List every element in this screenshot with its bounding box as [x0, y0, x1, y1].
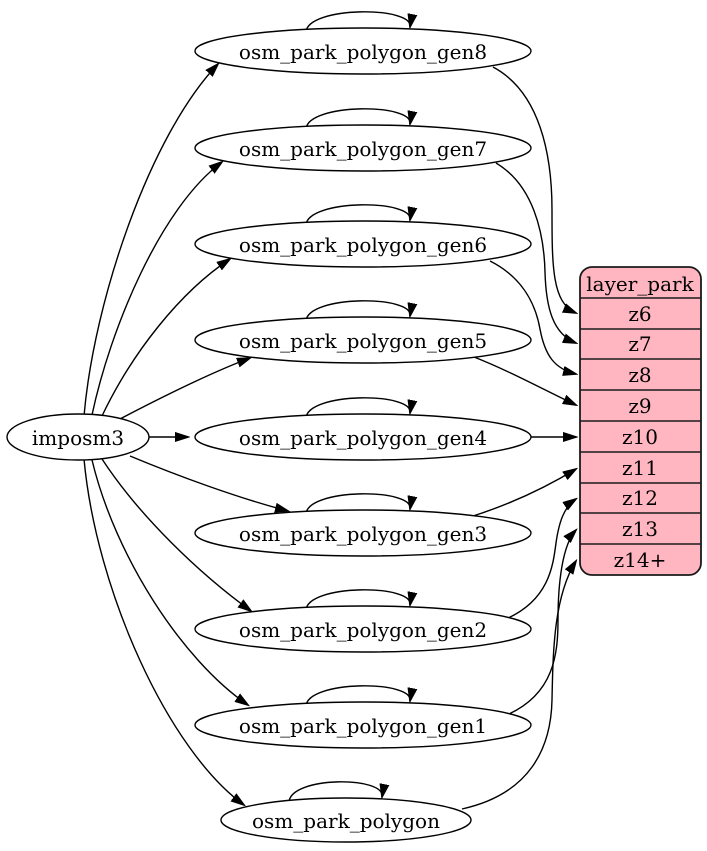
node-label-imposm3: imposm3	[32, 426, 124, 450]
node-ellipse-gen1	[194, 701, 532, 749]
node-imposm3: imposm3	[6, 413, 150, 461]
edge-imposm3-polygon	[83, 458, 244, 805]
layer-park-title: layer_park	[586, 272, 694, 296]
node-osm-park-polygon-gen8: osm_park_polygon_gen8	[194, 27, 532, 75]
node-label-gen2: osm_park_polygon_gen2	[239, 618, 487, 642]
self-loop-gen6	[305, 204, 410, 226]
node-osm-park-polygon-gen1: osm_park_polygon_gen1	[194, 701, 532, 749]
self-loop-gen8	[305, 11, 410, 33]
node-ellipse-gen3	[194, 509, 532, 557]
node-osm-park-polygon-gen2: osm_park_polygon_gen2	[194, 605, 532, 653]
self-loop-gen4	[305, 397, 410, 419]
node-ellipse-gen2	[194, 605, 532, 653]
node-label-gen1: osm_park_polygon_gen1	[239, 714, 487, 738]
node-osm-park-polygon-gen4: osm_park_polygon_gen4	[194, 413, 532, 461]
node-ellipse-gen6	[194, 220, 532, 268]
edge-imposm3-gen6	[101, 259, 230, 417]
self-loop-edges	[288, 11, 410, 803]
row-z10: z10	[622, 425, 658, 449]
edge-gen6-z8	[489, 260, 576, 374]
node-label-gen6: osm_park_polygon_gen6	[239, 233, 487, 257]
node-osm-park-polygon-gen7: osm_park_polygon_gen7	[194, 124, 532, 172]
layer-park-table: layer_park z6 z7 z8 z9 z10 z11 z12 z13 z…	[579, 266, 702, 576]
edge-imposm3-gen2	[101, 458, 251, 611]
self-loop-gen1	[305, 685, 410, 707]
edge-gen5-z9	[473, 356, 576, 405]
edge-imposm3-gen3	[129, 455, 288, 511]
node-ellipse-gen7	[194, 124, 532, 172]
node-label-gen3: osm_park_polygon_gen3	[239, 522, 487, 546]
edge-gen2-z12	[505, 499, 576, 620]
node-ellipse-gen4	[194, 413, 532, 461]
node-osm-park-polygon-gen5: osm_park_polygon_gen5	[194, 316, 532, 364]
node-label-polygon: osm_park_polygon	[252, 809, 440, 833]
row-z13: z13	[622, 517, 658, 541]
edges-to-layer	[461, 66, 576, 810]
self-loop-gen7	[305, 108, 410, 130]
row-z8: z8	[628, 363, 651, 387]
edge-gen8-z6	[492, 66, 576, 313]
self-loop-gen5	[305, 300, 410, 322]
row-z7: z7	[628, 332, 651, 356]
edge-gen7-z7	[495, 162, 576, 343]
node-osm-park-polygon-gen6: osm_park_polygon_gen6	[194, 220, 532, 268]
row-z6: z6	[628, 302, 651, 326]
row-z12: z12	[622, 486, 658, 510]
node-label-gen7: osm_park_polygon_gen7	[239, 137, 487, 161]
self-loop-polygon	[288, 781, 382, 803]
node-ellipse-polygon	[220, 797, 472, 843]
edge-imposm3-gen7	[91, 162, 222, 416]
node-ellipse-gen8	[194, 27, 532, 75]
edge-polygon-z14	[461, 561, 576, 810]
edge-imposm3-gen8	[83, 64, 218, 417]
node-ellipse-gen5	[194, 316, 532, 364]
row-z9: z9	[628, 394, 651, 418]
edge-imposm3-gen5	[117, 358, 250, 421]
edge-gen1-z13	[508, 530, 576, 715]
edges-from-source	[83, 64, 288, 805]
node-label-gen5: osm_park_polygon_gen5	[239, 329, 487, 353]
node-osm-park-polygon: osm_park_polygon	[220, 797, 472, 843]
self-loop-gen2	[305, 589, 410, 611]
node-label-gen8: osm_park_polygon_gen8	[239, 40, 487, 64]
row-z11: z11	[622, 456, 658, 480]
node-osm-park-polygon-gen3: osm_park_polygon_gen3	[194, 509, 532, 557]
edge-gen3-z11	[469, 469, 576, 518]
node-ellipse-imposm3	[6, 413, 150, 461]
edge-imposm3-gen1	[91, 459, 248, 705]
row-z14plus: z14+	[614, 548, 667, 572]
node-label-gen4: osm_park_polygon_gen4	[239, 426, 487, 450]
self-loop-gen3	[305, 493, 410, 515]
